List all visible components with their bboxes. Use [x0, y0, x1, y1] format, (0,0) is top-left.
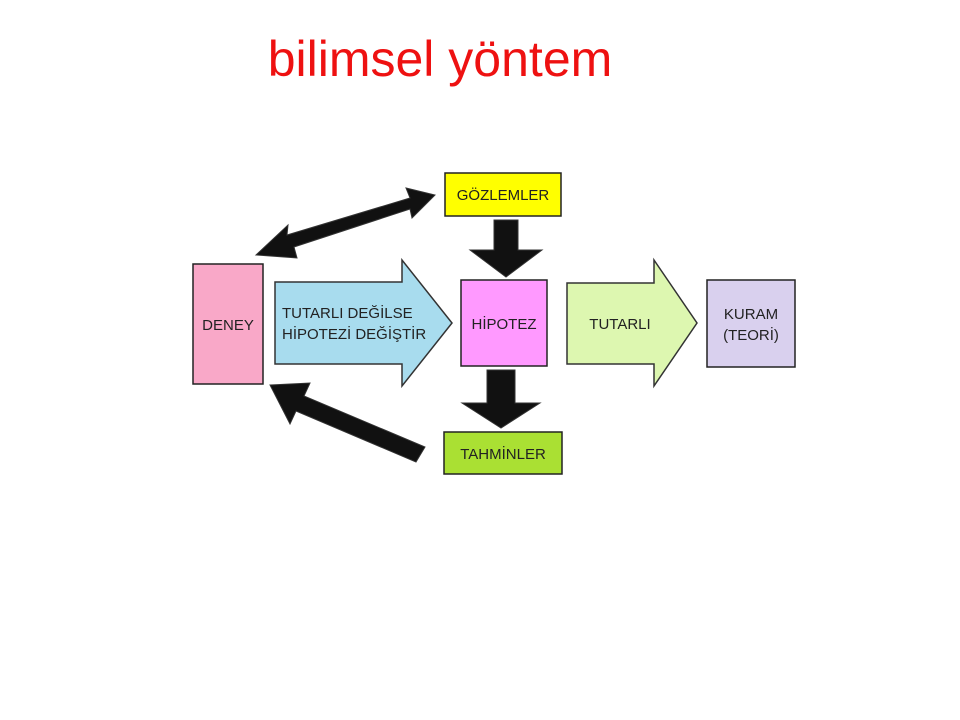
predictions-box: [443, 431, 563, 475]
theory-label-line1: KURAM: [724, 306, 778, 323]
page-title: bilimsel yöntem: [267, 31, 613, 87]
predictions-label: TAHMİNLER: [460, 445, 546, 463]
experiment-box: [192, 263, 264, 385]
arrow-predictions-to-experiment: [269, 382, 426, 463]
experiment-label: DENEY: [202, 317, 254, 334]
hypothesis-box: [460, 279, 548, 367]
consistent-label: TUTARLI: [589, 316, 650, 333]
change-hypothesis-label-line1: TUTARLI DEĞİLSE: [282, 304, 413, 322]
arrow-observations-to-hypothesis: [468, 219, 544, 278]
theory-box: [706, 279, 796, 368]
observations-box: [444, 172, 562, 217]
consistent-arrow: [566, 257, 698, 389]
change-hypothesis-label-line2: HİPOTEZİ DEĞİŞTİR: [282, 325, 426, 343]
theory-label-line2: (TEORİ): [723, 326, 779, 344]
observations-label: GÖZLEMLER: [457, 186, 550, 204]
double-arrow-observation-experiment: [254, 187, 436, 259]
change-hypothesis-arrow: [274, 257, 453, 389]
arrow-hypothesis-to-predictions: [460, 369, 542, 429]
hypothesis-label: HİPOTEZ: [471, 315, 536, 333]
